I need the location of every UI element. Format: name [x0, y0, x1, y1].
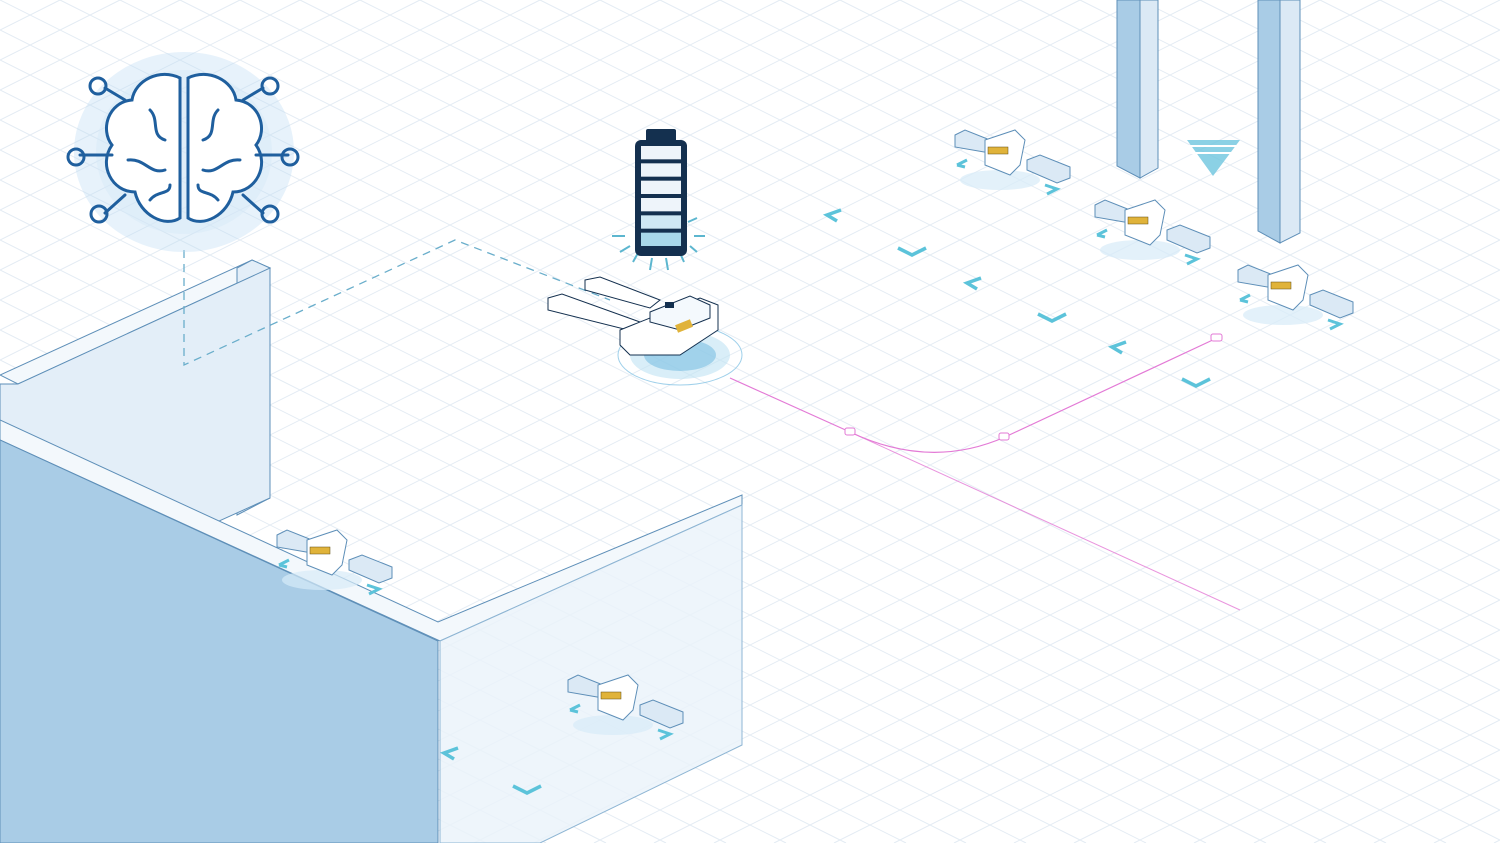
- battery-cell: [641, 146, 681, 160]
- grid-line: [0, 0, 181, 91]
- grid-line: [0, 119, 1447, 843]
- direction-chevron: [1037, 312, 1067, 323]
- grid-line: [773, 479, 1500, 843]
- charge-ray: [687, 217, 698, 223]
- route-waypoints: [844, 333, 1223, 441]
- glass-wall-face: [439, 504, 743, 843]
- battery-cell: [641, 180, 681, 194]
- grid-line: [1433, 809, 1500, 843]
- charge-ray: [689, 245, 698, 253]
- direction-chevron: [962, 276, 982, 291]
- battery-cell: [641, 232, 681, 246]
- grid-line: [713, 449, 1500, 843]
- drop-marker-icon: [1187, 140, 1240, 176]
- direction-chevron: [897, 246, 927, 257]
- planned-route-line: [729, 337, 1218, 453]
- grid-line: [893, 539, 1500, 843]
- direction-chevron: [1107, 340, 1127, 355]
- battery-icon: [612, 129, 705, 271]
- grid-line: [1193, 689, 1500, 843]
- grid-line: [1373, 779, 1500, 843]
- robot: [276, 529, 393, 596]
- direction-chevron: [1181, 377, 1211, 388]
- grid-line: [1073, 629, 1500, 843]
- brain-circuit-icon: [66, 52, 300, 252]
- charging-robot: [547, 276, 743, 386]
- pillar-left: [1116, 0, 1159, 179]
- battery-cell: [641, 215, 681, 229]
- robot: [567, 674, 684, 741]
- charge-ray: [649, 257, 653, 271]
- grid-line: [1013, 599, 1500, 843]
- charge-ray: [619, 245, 631, 253]
- grid-line: [0, 149, 1387, 843]
- direction-chevrons: [439, 208, 1211, 795]
- brain-link-dashed: [183, 239, 611, 367]
- grid-line: [0, 0, 121, 61]
- grid-line: [0, 0, 301, 151]
- grid-line: [1253, 719, 1500, 843]
- grid-line: [1313, 749, 1500, 843]
- grid-line: [1133, 659, 1500, 843]
- battery-cell: [641, 198, 681, 212]
- grid-line: [833, 509, 1500, 843]
- route-line-tail: [849, 431, 1241, 611]
- charge-ray: [665, 257, 669, 271]
- robot: [954, 129, 1071, 196]
- robot: [1237, 264, 1354, 331]
- robot-fleet: [276, 129, 1354, 741]
- robot: [1094, 199, 1211, 266]
- grid-line: [953, 569, 1500, 843]
- grid-line: [0, 0, 61, 31]
- grid-line: [593, 389, 1500, 843]
- pillar-right: [1257, 0, 1301, 244]
- grid-line: [0, 0, 721, 361]
- battery-cell: [641, 163, 681, 177]
- grid-line: [0, 0, 661, 331]
- grid-line: [0, 0, 601, 301]
- grid-line: [0, 0, 241, 121]
- direction-chevron: [822, 208, 842, 223]
- direction-chevron: [439, 746, 459, 761]
- direction-chevron: [512, 784, 542, 795]
- grid-line: [653, 419, 1500, 843]
